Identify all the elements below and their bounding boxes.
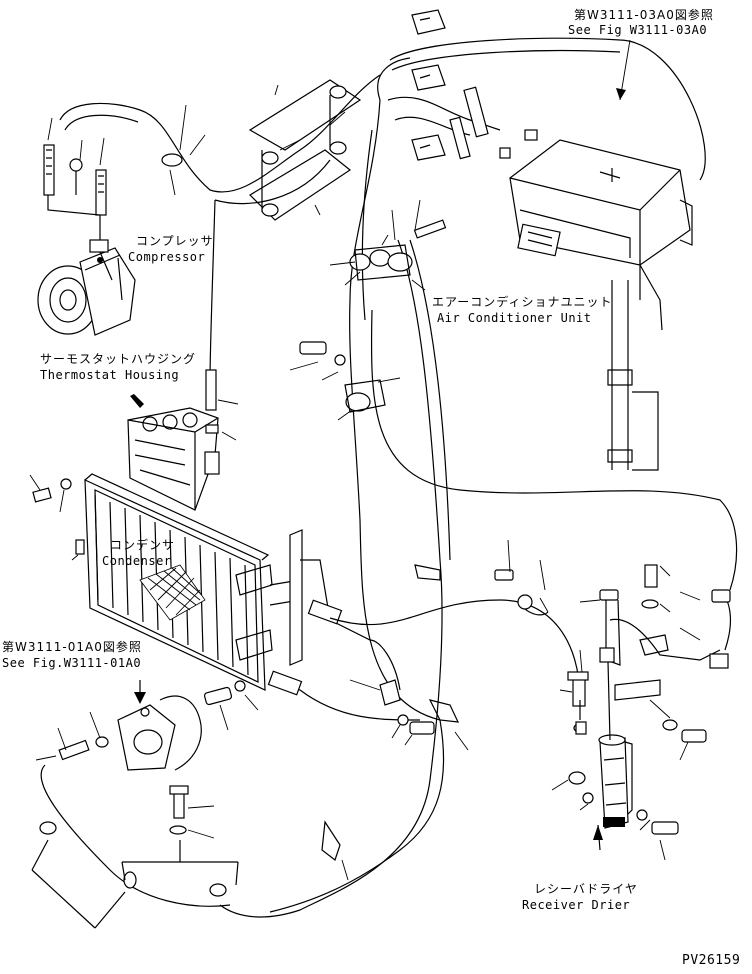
air-conditioner-unit [509, 139, 693, 331]
ref-left-label-jp: 第W3111-01A0図参照 [2, 640, 142, 654]
receiver-drier-label-jp: レシーバドライヤ [534, 882, 638, 896]
compressor-label-jp: コンプレッサ [136, 234, 214, 248]
receiver-drier-label-en: Receiver Drier [522, 898, 631, 912]
thermostat-label-jp: サーモスタットハウジング [40, 352, 197, 366]
thermostat-housing-illustration [127, 407, 220, 511]
ref-top-label-jp: 第W3111-03A0図参照 [574, 8, 714, 22]
thermostat-label-en: Thermostat Housing [40, 368, 180, 382]
ac-unit-label-en: Air Conditioner Unit [437, 311, 592, 325]
ref-top-label-en: See Fig W3111-03A0 [568, 23, 708, 37]
condenser-label-en: Condenser [102, 554, 172, 568]
condenser-label-jp: コンデンサ [110, 538, 176, 552]
condenser-illustration [84, 473, 301, 691]
drawing-number: PV26159 [682, 953, 741, 968]
ref-left-label-en: See Fig.W3111-01A0 [2, 656, 142, 670]
ac-unit-label-jp: エアーコンディショナユニット [432, 295, 613, 309]
receiver-drier-illustration [598, 734, 633, 829]
compressor-illustration [37, 239, 136, 336]
compressor-label-en: Compressor [128, 250, 206, 264]
